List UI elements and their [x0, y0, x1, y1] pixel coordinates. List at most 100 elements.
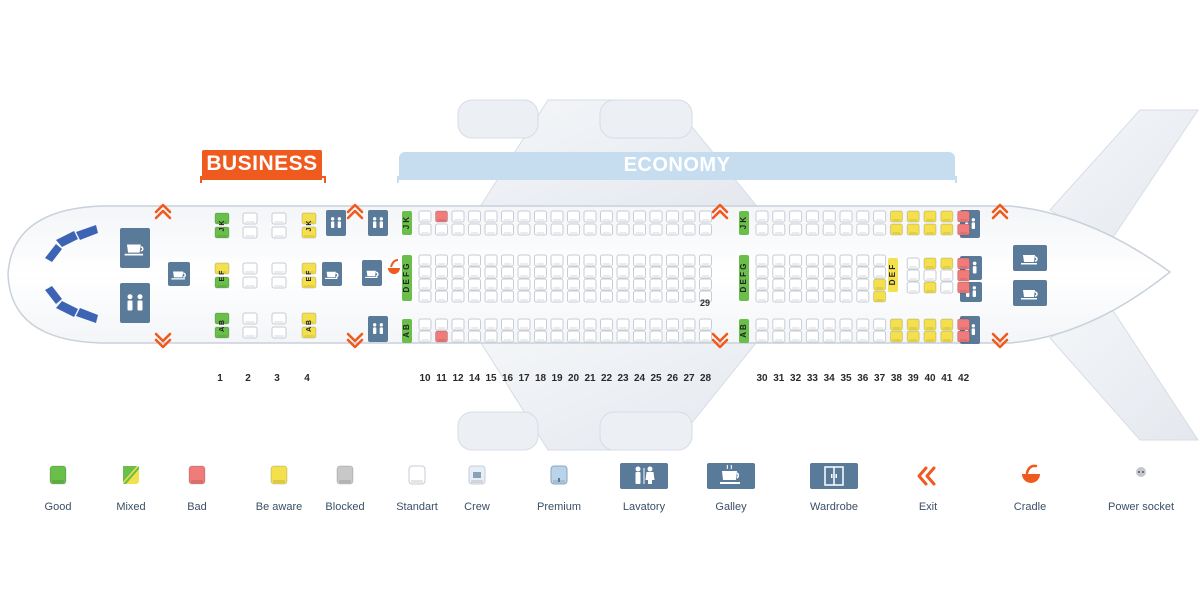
economy-seat-18-D[interactable] — [534, 290, 547, 303]
economy-seat-41-D[interactable] — [940, 281, 954, 294]
economy-seat-12-E[interactable] — [451, 278, 465, 291]
business-seat-2-top-2[interactable] — [242, 226, 258, 239]
economy-seat-22-J[interactable] — [600, 223, 613, 236]
economy-seat-25-B[interactable] — [649, 318, 663, 331]
business-seat-4-mid-1[interactable] — [301, 262, 317, 275]
economy-seat-39-E[interactable] — [906, 269, 920, 282]
business-seat-4-top-1[interactable] — [301, 212, 317, 225]
economy-seat-40-E[interactable] — [923, 269, 937, 282]
economy-seat-22-K[interactable] — [600, 210, 613, 223]
economy-seat-28-J[interactable] — [699, 223, 712, 236]
economy-seat-32-K[interactable] — [789, 210, 803, 223]
economy-seat-16-B[interactable] — [501, 318, 514, 331]
economy-seat-27-D[interactable] — [682, 290, 696, 303]
economy-seat-26-B[interactable] — [666, 318, 679, 331]
economy-seat-35-J[interactable] — [839, 223, 853, 236]
economy-seat-14-F[interactable] — [468, 266, 481, 279]
economy-seat-37-B[interactable] — [873, 318, 887, 331]
economy-seat-22-E[interactable] — [600, 278, 613, 291]
economy-seat-28-B[interactable] — [699, 318, 712, 331]
economy-seat-25-J[interactable] — [649, 223, 663, 236]
economy-seat-39-B[interactable] — [906, 318, 920, 331]
economy-seat-28-G[interactable] — [699, 254, 712, 267]
economy-seat-37-K[interactable] — [873, 210, 887, 223]
economy-seat-42-E[interactable] — [957, 269, 971, 282]
economy-seat-19-G[interactable] — [550, 254, 564, 267]
economy-seat-20-G[interactable] — [567, 254, 580, 267]
economy-seat-31-J[interactable] — [772, 223, 786, 236]
economy-seat-34-A[interactable] — [822, 330, 836, 343]
economy-seat-15-G[interactable] — [484, 254, 498, 267]
economy-seat-26-E[interactable] — [666, 278, 679, 291]
economy-seat-36-A[interactable] — [856, 330, 870, 343]
business-seat-1-bot-1[interactable] — [214, 312, 230, 325]
economy-seat-35-E[interactable] — [839, 278, 853, 291]
economy-seat-33-B[interactable] — [805, 318, 819, 331]
economy-seat-25-A[interactable] — [649, 330, 663, 343]
economy-seat-34-K[interactable] — [822, 210, 836, 223]
economy-seat-25-D[interactable] — [649, 290, 663, 303]
economy-seat-41-A[interactable] — [940, 330, 954, 343]
economy-seat-10-G[interactable] — [418, 254, 432, 267]
economy-seat-30-B[interactable] — [755, 318, 769, 331]
economy-seat-24-B[interactable] — [633, 318, 646, 331]
economy-seat-33-K[interactable] — [805, 210, 819, 223]
economy-seat-17-A[interactable] — [517, 330, 531, 343]
economy-seat-23-A[interactable] — [616, 330, 630, 343]
economy-seat-19-E[interactable] — [550, 278, 564, 291]
economy-seat-30-D[interactable] — [755, 290, 769, 303]
economy-seat-27-G[interactable] — [682, 254, 696, 267]
economy-seat-20-D[interactable] — [567, 290, 580, 303]
economy-seat-41-E[interactable] — [940, 269, 954, 282]
economy-seat-21-K[interactable] — [583, 210, 597, 223]
economy-seat-40-J[interactable] — [923, 223, 937, 236]
economy-seat-22-F[interactable] — [600, 266, 613, 279]
economy-seat-30-G[interactable] — [755, 254, 769, 267]
business-seat-1-top-2[interactable] — [214, 226, 230, 239]
economy-seat-14-K[interactable] — [468, 210, 481, 223]
economy-seat-38-B[interactable] — [889, 318, 903, 331]
economy-seat-21-F[interactable] — [583, 266, 597, 279]
economy-seat-33-F[interactable] — [805, 266, 819, 279]
economy-seat-33-D[interactable] — [805, 290, 819, 303]
economy-seat-19-K[interactable] — [550, 210, 564, 223]
economy-seat-31-D[interactable] — [772, 290, 786, 303]
economy-seat-36-D[interactable] — [856, 290, 870, 303]
economy-seat-19-B[interactable] — [550, 318, 564, 331]
economy-seat-33-J[interactable] — [805, 223, 819, 236]
economy-seat-39-J[interactable] — [906, 223, 920, 236]
economy-seat-14-D[interactable] — [468, 290, 481, 303]
economy-seat-38-A[interactable] — [889, 330, 903, 343]
economy-seat-14-G[interactable] — [468, 254, 481, 267]
economy-seat-41-J[interactable] — [940, 223, 954, 236]
economy-seat-21-A[interactable] — [583, 330, 597, 343]
business-seat-3-bot-2[interactable] — [271, 326, 287, 339]
economy-seat-18-G[interactable] — [534, 254, 547, 267]
economy-seat-15-K[interactable] — [484, 210, 498, 223]
economy-seat-27-F[interactable] — [682, 266, 696, 279]
economy-seat-35-D[interactable] — [839, 290, 853, 303]
economy-seat-12-K[interactable] — [451, 210, 465, 223]
economy-seat-14-E[interactable] — [468, 278, 481, 291]
economy-seat-17-E[interactable] — [517, 278, 531, 291]
economy-seat-18-E[interactable] — [534, 278, 547, 291]
economy-seat-20-K[interactable] — [567, 210, 580, 223]
economy-seat-36-G[interactable] — [856, 254, 870, 267]
economy-seat-26-J[interactable] — [666, 223, 679, 236]
business-seat-3-top-1[interactable] — [271, 212, 287, 225]
economy-seat-27-K[interactable] — [682, 210, 696, 223]
economy-seat-16-J[interactable] — [501, 223, 514, 236]
economy-seat-21-J[interactable] — [583, 223, 597, 236]
economy-seat-36-E[interactable] — [856, 278, 870, 291]
economy-seat-40-D[interactable] — [923, 281, 937, 294]
economy-seat-24-K[interactable] — [633, 210, 646, 223]
economy-seat-11-A[interactable] — [435, 330, 448, 343]
economy-seat-35-G[interactable] — [839, 254, 853, 267]
economy-seat-21-D[interactable] — [583, 290, 597, 303]
economy-seat-23-D[interactable] — [616, 290, 630, 303]
economy-seat-30-K[interactable] — [755, 210, 769, 223]
economy-seat-32-J[interactable] — [789, 223, 803, 236]
economy-seat-39-D[interactable] — [906, 281, 920, 294]
economy-seat-42-A[interactable] — [957, 330, 971, 343]
economy-seat-25-E[interactable] — [649, 278, 663, 291]
